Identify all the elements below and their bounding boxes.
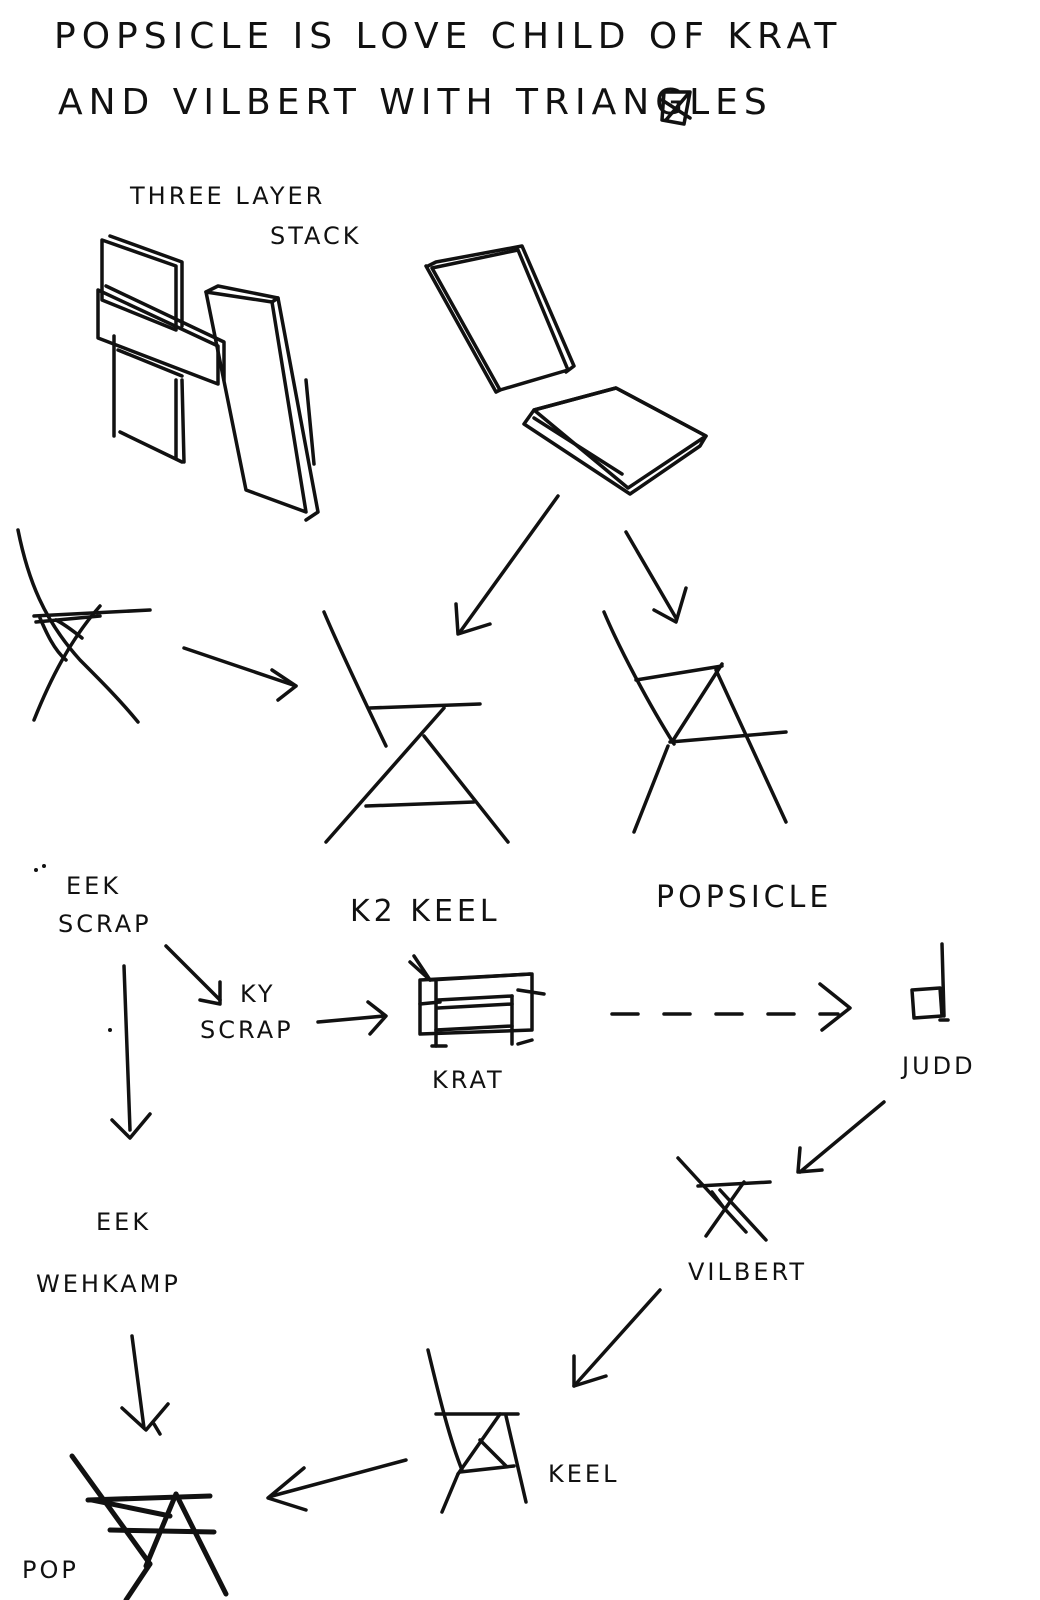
krat-drawing (408, 954, 546, 1048)
label-krat: KRAT (432, 1066, 505, 1094)
pop-chair-drawing (69, 1453, 229, 1600)
keel-chair-drawing (426, 1348, 528, 1514)
arrow-eek-wehkamp-to-pop (120, 1334, 170, 1436)
dashed-arrow-krat-to-judd (610, 982, 852, 1032)
label-k2-keel: K2 KEEL (350, 894, 501, 929)
title-line-2: AND VILBERT WITH TRIANGLES (58, 82, 773, 123)
arrow-ky-scrap-to-krat (316, 1000, 388, 1036)
arrow-panel-to-chair-b (624, 530, 688, 624)
label-stack: STACK (270, 222, 362, 250)
label-eek-scrap-1: EEK (66, 872, 122, 900)
arrow-eek-scrap-to-eek-wehkamp (110, 964, 152, 1140)
label-pop: POP (22, 1556, 79, 1584)
three-layer-stack-drawing (96, 234, 320, 522)
title-line-1: POPSICLE IS LOVE CHILD OF KRAT (54, 16, 843, 57)
arrow-judd-to-vilbert (796, 1100, 886, 1174)
label-vilbert: VILBERT (688, 1258, 808, 1286)
label-eek-wehkamp-1: EEK (96, 1208, 152, 1236)
folding-chair-left (16, 528, 152, 724)
chair-right (602, 610, 788, 834)
scribble-mark (660, 90, 692, 126)
arrow-eek-scrap-to-ky-scrap (164, 944, 222, 1006)
label-ky-scrap-1: KY (240, 980, 276, 1008)
arrow-vilbert-to-keel (572, 1288, 662, 1388)
judd-drawing (910, 942, 950, 1022)
arrow-panel-to-chair-a (454, 494, 560, 636)
panel-drawing (424, 244, 708, 496)
chair-center (322, 610, 510, 844)
label-eek-scrap-2: SCRAP (58, 910, 152, 938)
label-keel: KEEL (548, 1460, 620, 1488)
label-judd: JUDD (902, 1052, 976, 1080)
arrow-left-to-center (182, 646, 298, 702)
arrow-keel-to-pop (266, 1458, 408, 1512)
label-three-layer: THREE LAYER (130, 182, 326, 210)
vilbert-drawing (676, 1156, 772, 1242)
label-eek-wehkamp-2: WEHKAMP (36, 1270, 181, 1298)
label-popsicle: POPSICLE (656, 880, 833, 915)
label-ky-scrap-2: SCRAP (200, 1016, 294, 1044)
